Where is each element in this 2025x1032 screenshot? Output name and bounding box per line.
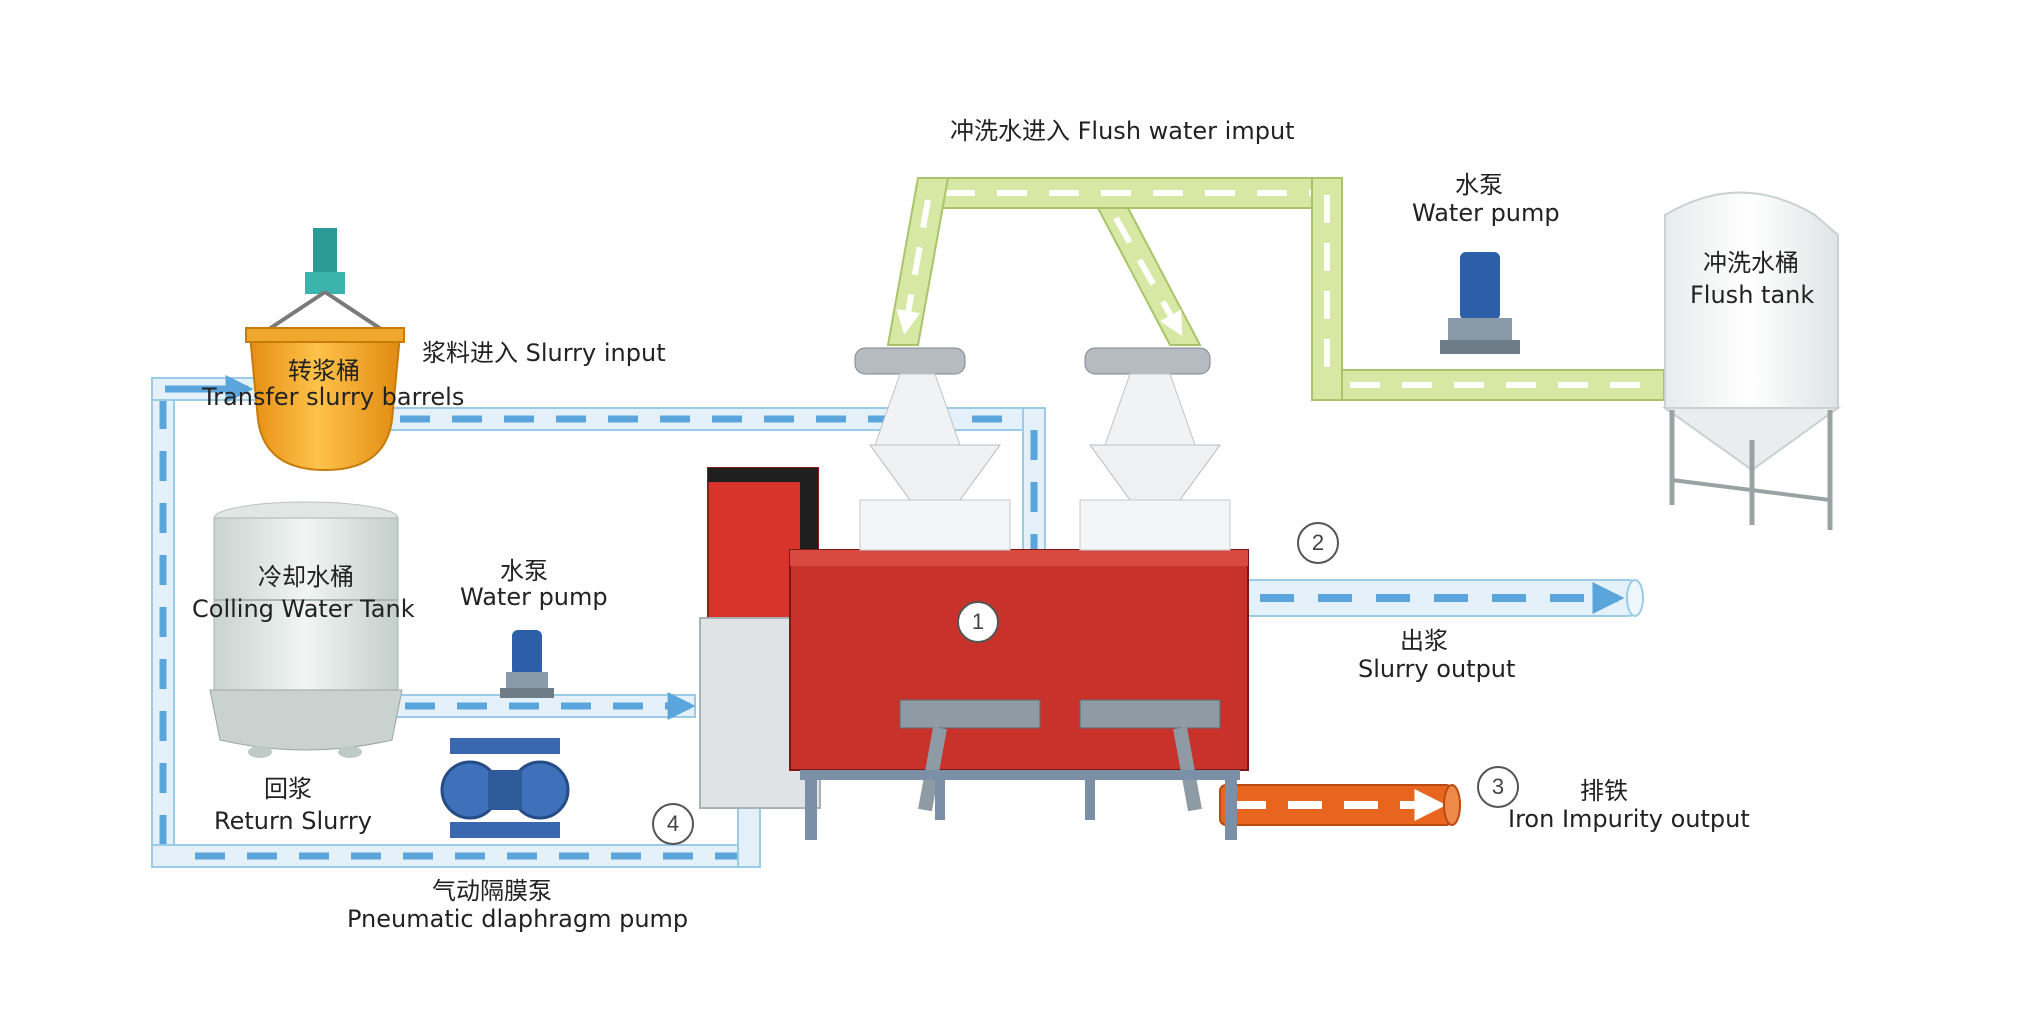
cooling-tank-label-cn: 冷却水桶: [258, 563, 354, 591]
transfer-slurry-barrel: [245, 228, 405, 472]
flush-water-input-label: 冲洗水进入 Flush water imput: [950, 117, 1295, 145]
flush-tank-label-en: Flush tank: [1690, 281, 1815, 309]
slurry-input-label: 浆料进入 Slurry input: [422, 339, 666, 367]
diaphragm-pump: [440, 738, 570, 838]
water-pump-top-label-cn: 水泵: [1455, 171, 1503, 199]
transfer-barrel-label-cn: 转浆桶: [288, 357, 360, 385]
water-pump-mid-label-en: Water pump: [460, 583, 608, 611]
water-pump-top: [1440, 252, 1520, 354]
marker-3: 3: [1477, 766, 1519, 808]
diaphragm-pump-label-cn: 气动隔膜泵: [432, 877, 552, 905]
iron-output-pipe: [1219, 784, 1461, 826]
return-slurry-label-cn: 回浆: [264, 775, 312, 803]
slurry-output-label-en: Slurry output: [1358, 655, 1516, 683]
iron-output-label-cn: 排铁: [1580, 777, 1628, 805]
marker-2: 2: [1297, 522, 1339, 564]
cooling-water-tank: [209, 501, 403, 758]
magnetic-separator: [699, 347, 1249, 840]
flush-water-pipe: [886, 177, 1665, 401]
transfer-barrel-label-en: Transfer slurry barrels: [202, 383, 465, 411]
flush-tank: [1661, 191, 1842, 530]
marker-1: 1: [957, 601, 999, 643]
diaphragm-pump-label-en: Pneumatic dlaphragm pump: [347, 905, 689, 933]
cooling-tank-label-en: Colling Water Tank: [192, 595, 415, 623]
water-pump-middle: [500, 630, 554, 698]
return-slurry-label-en: Return Slurry: [214, 807, 372, 835]
slurry-output-label-cn: 出浆: [1400, 627, 1448, 655]
flush-tank-label-cn: 冲洗水桶: [1703, 249, 1799, 277]
water-pump-mid-label-cn: 水泵: [500, 557, 548, 585]
marker-4: 4: [652, 803, 694, 845]
iron-output-label-en: Iron Impurity output: [1508, 805, 1750, 833]
water-pump-top-label-en: Water pump: [1412, 199, 1560, 227]
